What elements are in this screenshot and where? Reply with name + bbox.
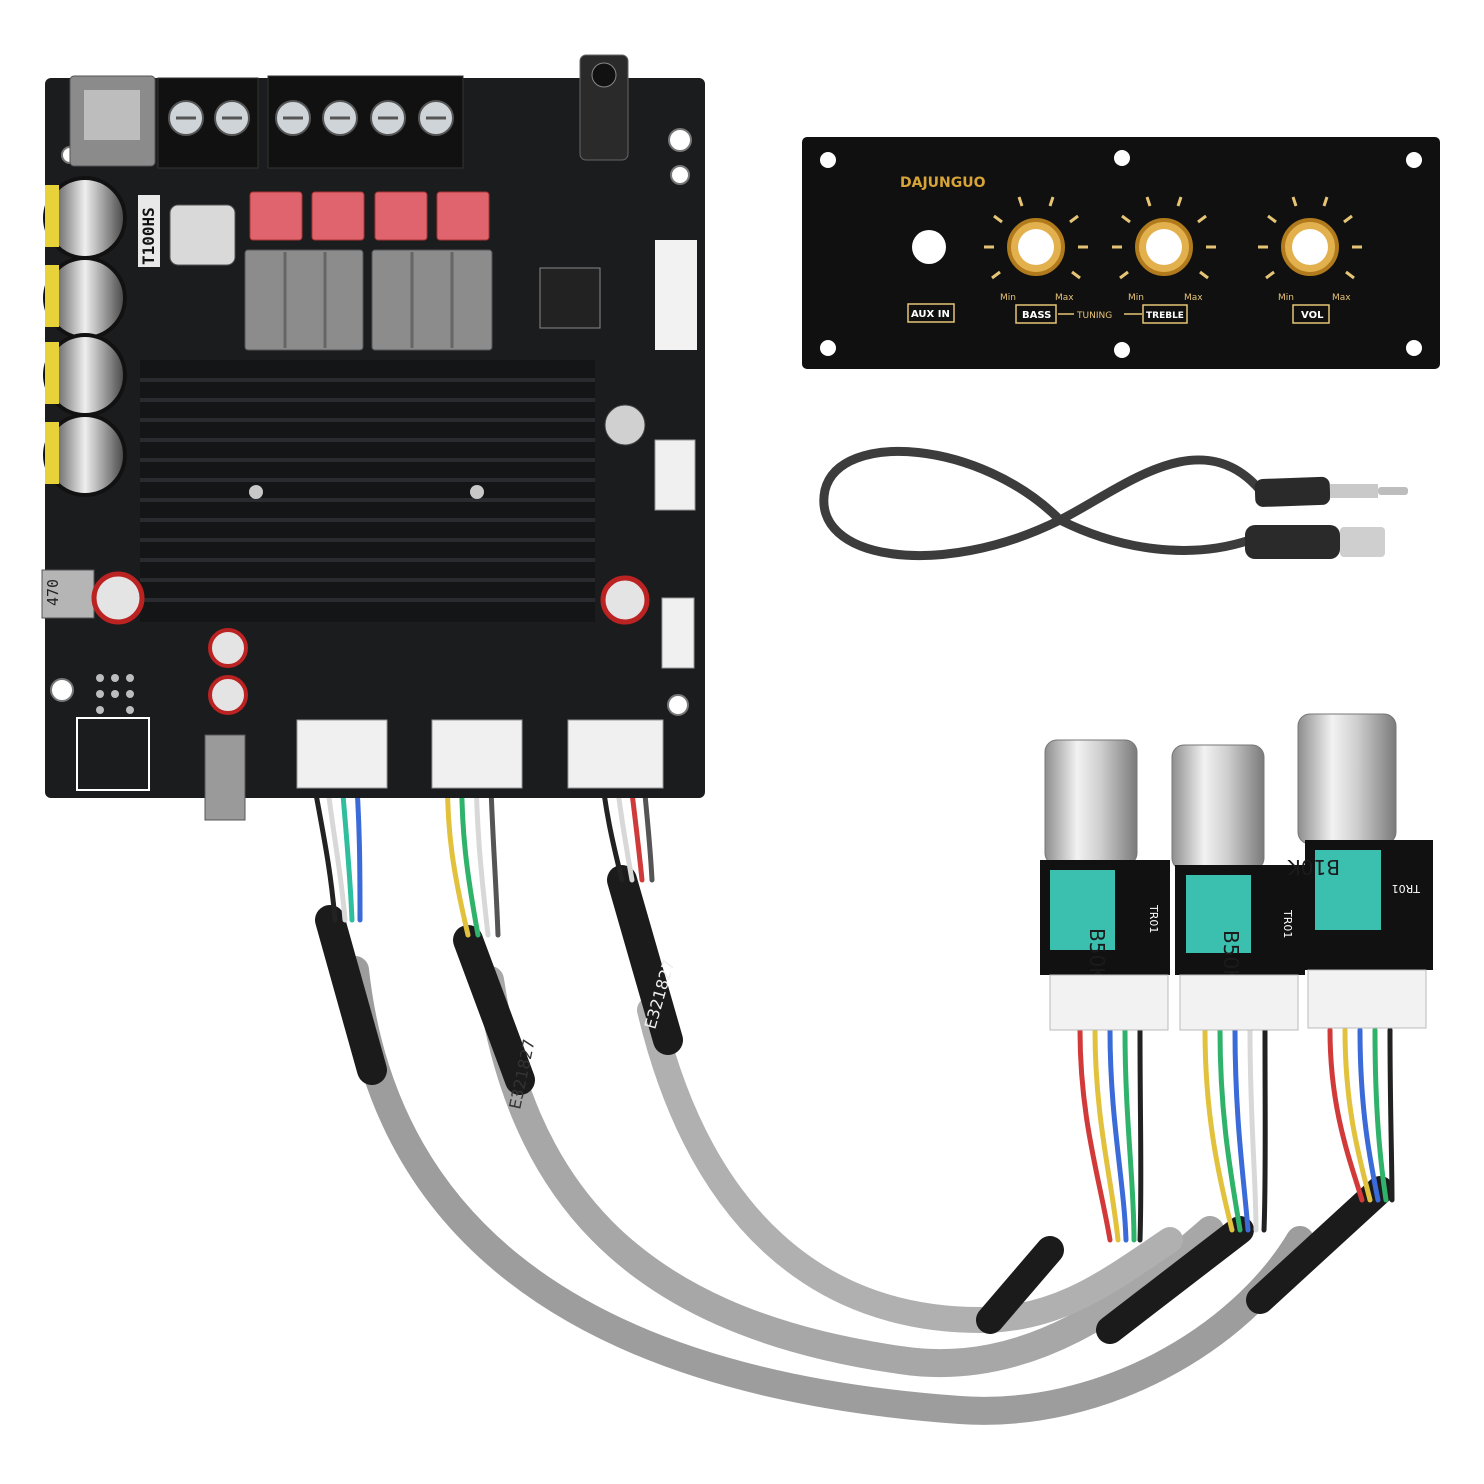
knob-bass <box>1007 218 1065 276</box>
pot-1-tag: TR01 <box>1147 904 1160 933</box>
heatsink <box>140 360 595 622</box>
pot-module-3: B10K TR01 <box>1287 713 1433 1029</box>
bass-min-label: Min <box>1000 293 1016 303</box>
tuning-label: TUNING <box>1076 311 1112 321</box>
bass-label: BASS <box>1022 310 1051 321</box>
output-inductors <box>244 249 493 351</box>
pot-2-tag: TR01 <box>1281 909 1294 938</box>
treble-min-label: Min <box>1128 293 1144 303</box>
bass-max-label: Max <box>1055 293 1074 303</box>
treble-max-label: Max <box>1184 293 1203 303</box>
pot-3-value: B10K <box>1287 855 1340 879</box>
vol-min-label: Min <box>1278 293 1294 303</box>
vol-label: VOL <box>1301 310 1324 321</box>
vol-max-label: Max <box>1332 293 1351 303</box>
knob-vol <box>1281 218 1339 276</box>
electrolytic-capacitors <box>43 176 127 497</box>
aux-in-label: AUX IN <box>911 309 950 320</box>
control-panel: DAJUNGUO <box>802 137 1440 369</box>
pot-1-value: B50K <box>1085 928 1109 981</box>
screw-terminals <box>157 75 464 169</box>
pot-2-value: B50K <box>1219 930 1243 983</box>
pcb-connectors <box>296 439 696 789</box>
treble-label: TREBLE <box>1146 311 1184 321</box>
red-capacitors <box>249 191 490 241</box>
pot-module-2: B50K TR01 <box>1171 744 1305 1031</box>
pot-3-tag: TR01 <box>1392 882 1421 895</box>
board-model-label: T100HS <box>139 207 158 265</box>
panel-brand: DAJUNGUO <box>900 175 986 191</box>
knob-treble <box>1135 218 1193 276</box>
amplifier-board: T100HS <box>41 54 705 821</box>
pot-module-1: B50K TR01 <box>1040 739 1170 1031</box>
aux-cable <box>819 446 1408 560</box>
inductor-label: 470 <box>44 579 62 606</box>
